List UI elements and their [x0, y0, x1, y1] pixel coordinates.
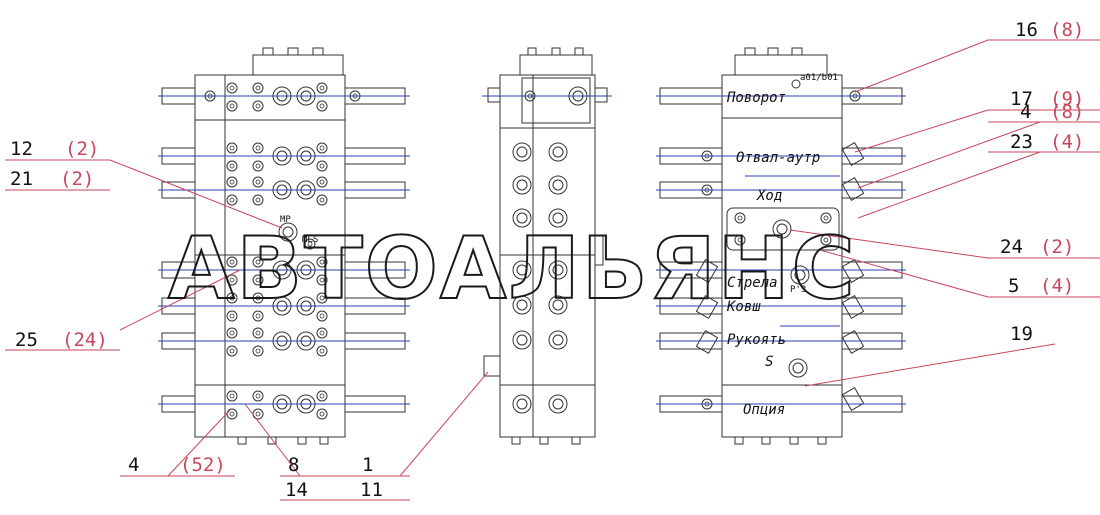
- callout-25-num: 25: [15, 329, 38, 351]
- callout-25-qty: (24): [62, 329, 108, 351]
- callout-24-qty: (2): [1040, 236, 1074, 258]
- label-s: S: [765, 354, 773, 370]
- label-strela: Стрела: [727, 275, 778, 291]
- label-otval: Отвал-аутр: [736, 150, 820, 166]
- label-kovsh: Ковш: [726, 299, 761, 315]
- label-mp: MP: [280, 215, 291, 225]
- watermark: АВТОАЛЬЯНС: [168, 219, 857, 319]
- label-mls: MLS: [302, 235, 318, 245]
- callout-12-qty: (2): [65, 138, 99, 160]
- middle-view: [483, 47, 608, 445]
- callout-21-num: 21: [10, 168, 33, 190]
- callout-16-num: 16: [1015, 19, 1038, 41]
- callout-23-qty: (4): [1050, 131, 1084, 153]
- section-labels: Поворот Отвал-аутр Ход Стрела Ковш Рукоя…: [280, 73, 838, 418]
- callout-4l-qty: (52): [180, 454, 226, 476]
- callout-17-num: 17: [1010, 88, 1033, 110]
- callout-24-num: 24: [1000, 236, 1023, 258]
- callout-21-qty: (2): [60, 168, 94, 190]
- callout-17-qty: (9): [1050, 88, 1084, 110]
- leader-lines: [5, 39, 1100, 501]
- right-centerlines: [656, 95, 906, 405]
- callout-4r-num: 4: [1020, 101, 1031, 123]
- label-hod: Ход: [756, 188, 782, 204]
- label-opciya: Опция: [743, 402, 785, 418]
- label-povorot: Поворот: [726, 90, 786, 106]
- callout-5-num: 5: [1008, 275, 1019, 297]
- callout-19-num: 19: [1010, 323, 1033, 345]
- callout-8-num: 8: [288, 454, 299, 476]
- callout-5-qty: (4): [1040, 275, 1074, 297]
- callouts: 16 (8) 17 (9) 4 (8) 23 (4) 24 (2) 5 (4) …: [10, 19, 1084, 501]
- label-a01b01: a01/b01: [800, 73, 838, 83]
- callout-11-num: 11: [360, 479, 383, 501]
- left-centerlines: [158, 95, 410, 405]
- label-p3: P'3: [790, 285, 806, 295]
- callout-16-qty: (8): [1050, 19, 1084, 41]
- callout-12-num: 12: [10, 138, 33, 160]
- callout-4r-qty: (8): [1050, 101, 1084, 123]
- callout-1-num: 1: [362, 454, 373, 476]
- label-rukoyat: Рукоять: [727, 332, 786, 348]
- callout-14-num: 14: [285, 479, 308, 501]
- callout-4l-num: 4: [128, 454, 139, 476]
- callout-23-num: 23: [1010, 131, 1033, 153]
